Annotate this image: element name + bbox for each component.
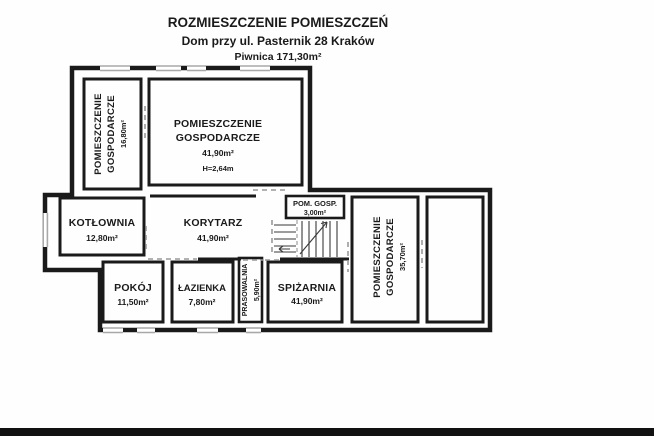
exterior-wall-outline — [42, 65, 493, 333]
room-storage-left-walls — [82, 77, 143, 191]
room-pokoj-walls — [101, 260, 165, 324]
plan-title: ROZMIESZCZENIE POMIESZCZEŃ — [168, 15, 389, 30]
corridor-name: KORYTARZ — [184, 217, 243, 229]
room-storage-right-walls — [350, 195, 420, 324]
plan-address: Dom przy ul. Pasternik 28 Kraków — [182, 34, 375, 48]
storage-main-area: 41,90m² — [202, 148, 234, 158]
stair-entry-arrow — [278, 245, 290, 253]
storage-main-name-line1: POMIESZCZENIE — [174, 118, 262, 130]
storage-left-name-line2: GOSPODARCZE — [106, 95, 117, 173]
laundry-area: 5,90m² — [254, 278, 261, 301]
label-storage-small: POM. GOSP. 3,00m² — [293, 199, 337, 217]
storage-main-height: H=2,64m — [202, 164, 233, 173]
storage-left-area: 16,80m² — [119, 120, 128, 148]
label-storage-main: POMIESZCZENIE GOSPODARCZE 41,90m² H=2,64… — [174, 118, 262, 173]
room-laundry-walls — [237, 256, 264, 324]
room-bathroom-walls — [170, 260, 235, 324]
pantry-area: 41,90m² — [291, 296, 323, 306]
plan-floor-area: Piwnica 171,30m² — [235, 51, 322, 63]
window-left-wall — [41, 213, 49, 247]
storage-right-name-line1: POMIESZCZENIE — [372, 216, 383, 298]
pokoj-name: POKÓJ — [114, 281, 152, 294]
room-pantry-walls — [266, 260, 344, 324]
boiler-name: KOTŁOWNIA — [69, 217, 136, 229]
storage-small-area: 3,00m² — [304, 210, 327, 217]
staircase — [274, 220, 338, 257]
room-unlabeled-walls — [425, 195, 485, 324]
windows-bottom-wall — [103, 326, 261, 334]
bathroom-name: ŁAZIENKA — [178, 283, 226, 294]
pantry-name: SPIŻARNIA — [278, 281, 337, 294]
storage-right-area: 35,70m² — [398, 243, 407, 271]
room-storage-small-walls — [284, 194, 346, 220]
storage-left-name-line1: POMIESZCZENIE — [93, 93, 104, 175]
scan-edge-bar — [0, 428, 654, 436]
label-laundry: PRASOWALNIA 5,90m² — [242, 264, 261, 317]
label-boiler: KOTŁOWNIA 12,80m² — [69, 217, 136, 243]
stair-direction-arrow — [320, 221, 328, 229]
storage-right-name-line2: GOSPODARCZE — [385, 218, 396, 296]
label-bathroom: ŁAZIENKA 7,80m² — [178, 283, 226, 307]
label-storage-left: POMIESZCZENIE GOSPODARCZE 16,80m² — [93, 93, 128, 175]
room-boiler-walls — [58, 196, 146, 257]
label-corridor: KORYTARZ 41,90m² — [184, 217, 243, 243]
windows-top-wall — [100, 64, 270, 72]
room-storage-main-walls — [147, 77, 304, 187]
storage-small-name: POM. GOSP. — [293, 199, 337, 208]
label-pokoj: POKÓJ 11,50m² — [114, 281, 152, 307]
storage-main-name-line2: GOSPODARCZE — [176, 132, 260, 144]
laundry-name: PRASOWALNIA — [242, 264, 249, 317]
corridor-area: 41,90m² — [197, 233, 229, 243]
label-storage-right: POMIESZCZENIE GOSPODARCZE 35,70m² — [372, 216, 407, 298]
pokoj-area: 11,50m² — [117, 297, 148, 307]
label-pantry: SPIŻARNIA 41,90m² — [278, 281, 337, 306]
boiler-area: 12,80m² — [86, 233, 118, 243]
bathroom-area: 7,80m² — [189, 297, 216, 307]
